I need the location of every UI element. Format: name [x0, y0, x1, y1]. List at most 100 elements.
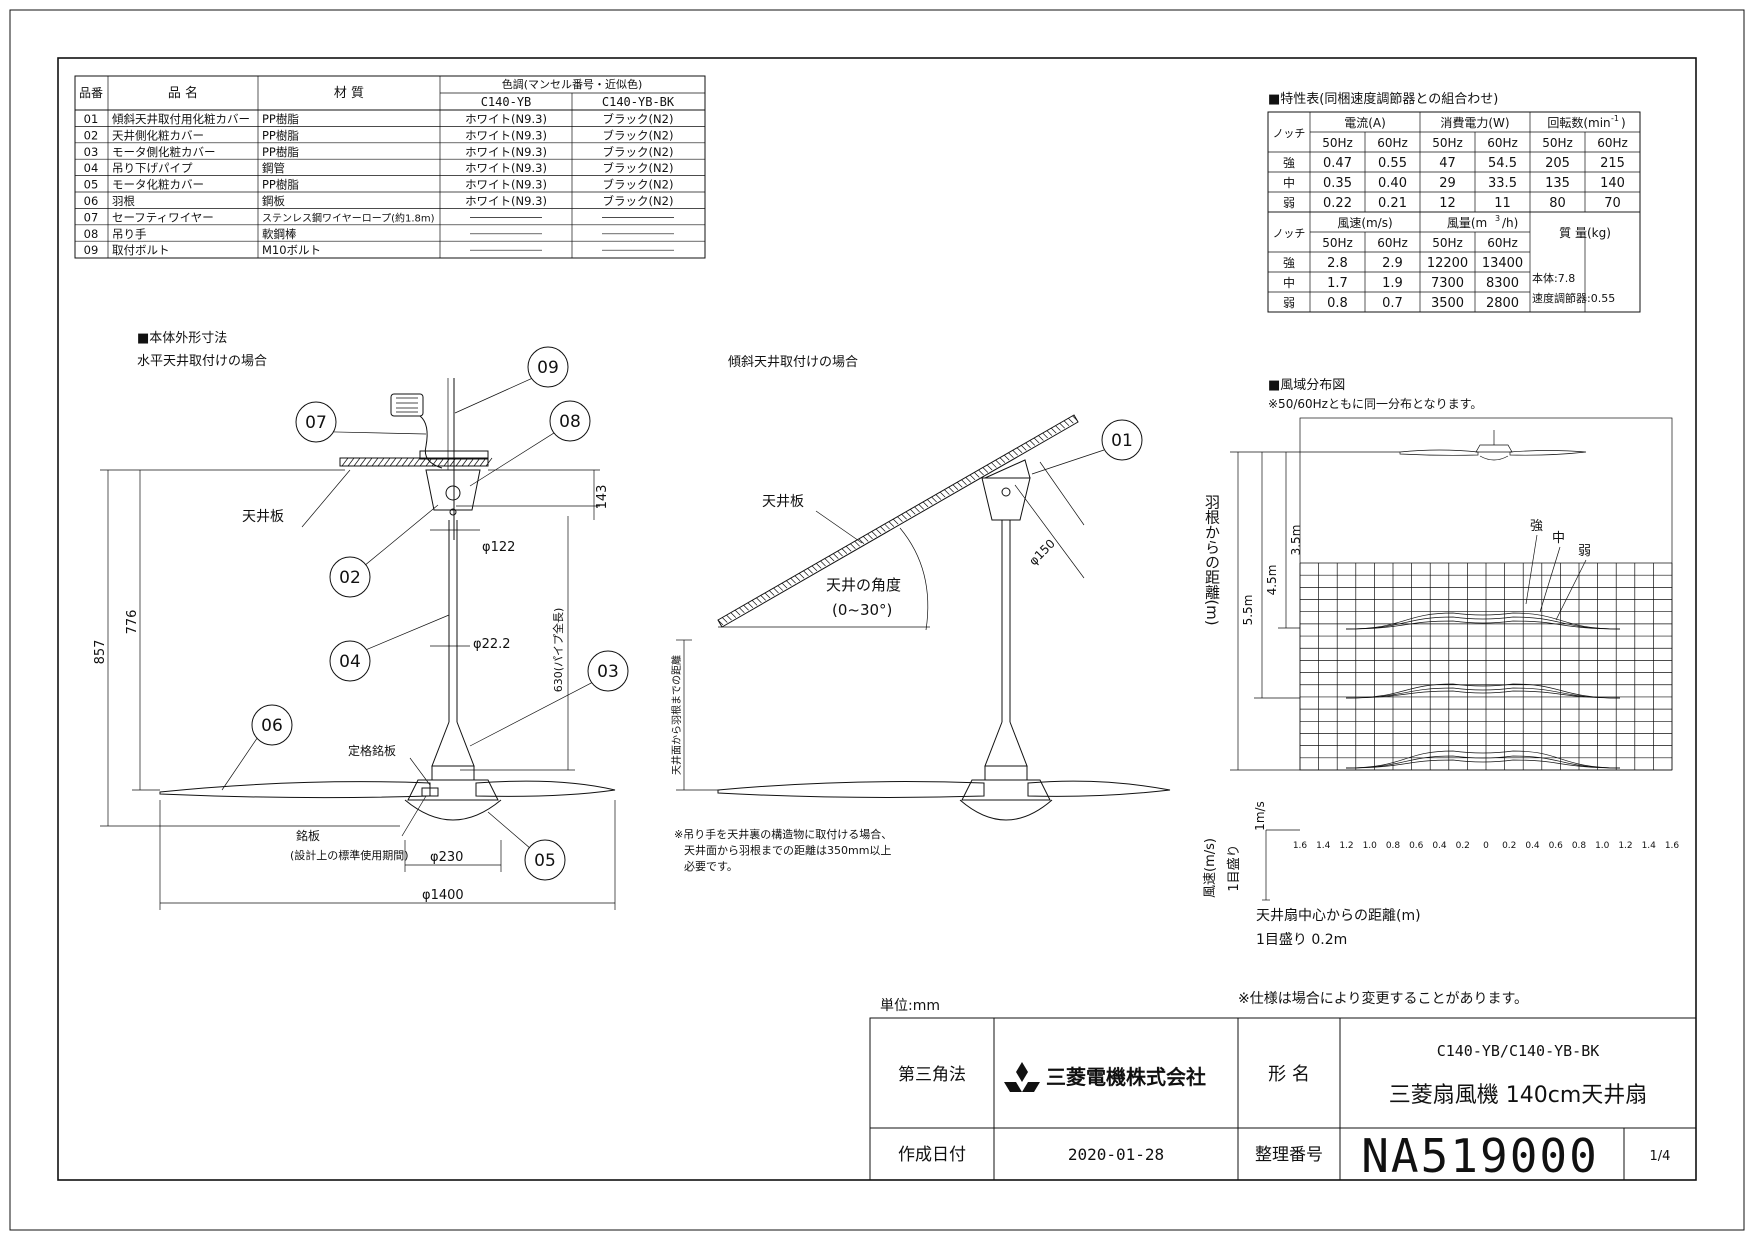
parts-b-cell: ブラック(N2) — [603, 145, 674, 159]
char-title: ■特性表(同梱速度調節器との組合わせ) — [1268, 91, 1498, 107]
notch-cell: 中 — [1283, 275, 1295, 290]
parts-name-cell: モータ側化粧カバー — [112, 145, 216, 159]
rpm-close: ) — [1621, 116, 1626, 130]
dim-122: φ122 — [482, 540, 515, 555]
x-tick-label: 0.2 — [1456, 841, 1470, 851]
angle-range: (0~30°) — [832, 601, 892, 619]
nameplate-label: 銘板 — [296, 828, 320, 843]
wind-xsub: 1目盛り 0.2m — [1256, 932, 1347, 948]
hz-header: 50Hz — [1432, 136, 1463, 150]
char-cell: 70 — [1604, 196, 1621, 211]
dist-4-5m: 4.5m — [1265, 565, 1279, 596]
speed-scale-sub: 1目盛り — [1227, 844, 1242, 891]
flat-ceiling-board — [339, 450, 493, 467]
char-cell: 54.5 — [1488, 156, 1517, 171]
safety-wire-tag — [390, 393, 424, 417]
parts-material-cell: PP樹脂 — [262, 178, 299, 192]
header-material: 材 質 — [334, 86, 364, 101]
characteristics-section: ■特性表(同梱速度調節器との組合わせ) ノッチ電流(A)消費電力(W)回転数(m… — [1267, 91, 1641, 313]
parts-no-cell: 08 — [84, 227, 99, 241]
parts-material-cell: M10ボルト — [262, 243, 321, 257]
motor-cover — [404, 799, 502, 821]
char-cell: 1.7 — [1327, 276, 1348, 291]
parts-no-cell: 05 — [84, 178, 99, 192]
x-tick-label: 0.8 — [1572, 841, 1587, 851]
dimension-drawing: ■本体外形寸法 水平天井取付けの場合 傾斜天井取付けの場合 — [93, 331, 1171, 910]
x-tick-label: 0.2 — [1502, 841, 1516, 851]
parts-b-cell: ブラック(N2) — [603, 194, 674, 208]
air-volume-header: 風量(m — [1447, 216, 1487, 230]
wind-xlabel: 天井扇中心からの距離(m) — [1256, 907, 1421, 924]
x-tick-label: 0.8 — [1386, 841, 1401, 851]
char-cell: 47 — [1439, 156, 1456, 171]
nameplate-sublabel: (設計上の標準使用期間) — [290, 848, 409, 862]
note-line-2: 天井面から羽根までの距離は350mm以上 — [684, 843, 891, 857]
parts-a-cell: ホワイト(N9.3) — [465, 178, 547, 192]
char-cell: 0.7 — [1382, 296, 1403, 311]
x-tick-label: 0.6 — [1549, 841, 1564, 851]
char-cell: 135 — [1545, 176, 1570, 191]
dist-3-5m: 3.5m — [1289, 525, 1303, 556]
speed-scale-value: 1m/s — [1253, 801, 1267, 831]
dim-857: 857 — [93, 640, 108, 665]
x-tick-label: 0.4 — [1432, 841, 1447, 851]
char-cell: 0.8 — [1327, 296, 1348, 311]
slope-canopy — [981, 477, 1031, 521]
model-number: C140-YB/C140-YB-BK — [1437, 1042, 1600, 1060]
parts-a-cell: ホワイト(N9.3) — [465, 112, 547, 126]
x-tick-label: 1.6 — [1665, 841, 1680, 851]
callout-07: 07 — [305, 413, 327, 433]
note-line-1: ※吊り手を天井裏の構造物に取付ける場合、 — [674, 827, 892, 841]
notch-cell: 弱 — [1283, 296, 1295, 310]
header-color: 色調(マンセル番号・近似色) — [502, 77, 643, 91]
callout-05: 05 — [534, 851, 556, 871]
char-cell: 8300 — [1486, 276, 1519, 291]
angle-label: 天井の角度 — [826, 576, 901, 594]
label-weak: 弱 — [1578, 544, 1591, 559]
speed-scale-label: 風速(m/s) — [1203, 838, 1218, 898]
parts-material-cell: PP樹脂 — [262, 112, 299, 126]
x-tick-label: 0 — [1483, 841, 1489, 851]
header-model-a: C140-YB — [481, 95, 532, 109]
parts-no-cell: 09 — [84, 243, 99, 257]
notch-cell: 強 — [1283, 156, 1295, 170]
label-strong: 強 — [1530, 519, 1543, 534]
char-cell: 0.35 — [1323, 176, 1352, 191]
x-tick-label: 1.0 — [1363, 841, 1378, 851]
hz-header: 50Hz — [1322, 236, 1353, 250]
char-cell: 3500 — [1431, 296, 1464, 311]
header-no: 品番 — [79, 86, 103, 100]
callout-03: 03 — [597, 662, 619, 682]
char-cell: 1.9 — [1382, 276, 1403, 291]
char-cell: 80 — [1549, 196, 1566, 211]
parts-no-cell: 01 — [84, 112, 99, 126]
parts-a-cell: ホワイト(N9.3) — [465, 128, 547, 142]
x-tick-label: 1.6 — [1293, 841, 1308, 851]
projection-label: 第三角法 — [898, 1065, 966, 1085]
dim-title: ■本体外形寸法 — [137, 331, 227, 346]
parts-a-cell: ホワイト(N9.3) — [465, 161, 547, 175]
sloped-ceiling-board — [717, 414, 1079, 628]
char-cell: 0.55 — [1378, 156, 1407, 171]
product-name: 三菱扇風機 140cm天井扇 — [1389, 1083, 1648, 1108]
callout-06: 06 — [261, 716, 283, 736]
dim-1400: φ1400 — [422, 888, 464, 903]
hz-header: 60Hz — [1597, 136, 1628, 150]
notch-label-2: ノッチ — [1273, 227, 1306, 240]
hz-header: 60Hz — [1487, 136, 1518, 150]
dim-230: φ230 — [430, 850, 463, 865]
parts-name-cell: モータ化粧カバー — [112, 178, 204, 192]
page-number: 1/4 — [1650, 1149, 1671, 1164]
parts-material-cell: ステンレス鋼ワイヤーロープ(約1.8m) — [262, 211, 435, 224]
dim-630: 630(パイプ全長) — [551, 608, 565, 693]
parts-name-cell: セーフティワイヤー — [112, 210, 214, 224]
char-cell: 2.9 — [1382, 256, 1403, 271]
parts-b-cell: ブラック(N2) — [603, 128, 674, 142]
hz-header: 50Hz — [1322, 136, 1353, 150]
spec-note: ※仕様は場合により変更することがあります。 — [1238, 990, 1528, 1007]
parts-name-cell: 傾斜天井取付用化粧カバー — [112, 112, 250, 126]
callout-04: 04 — [339, 652, 361, 672]
x-tick-label: 1.0 — [1595, 841, 1610, 851]
char-cell: 2800 — [1486, 296, 1519, 311]
